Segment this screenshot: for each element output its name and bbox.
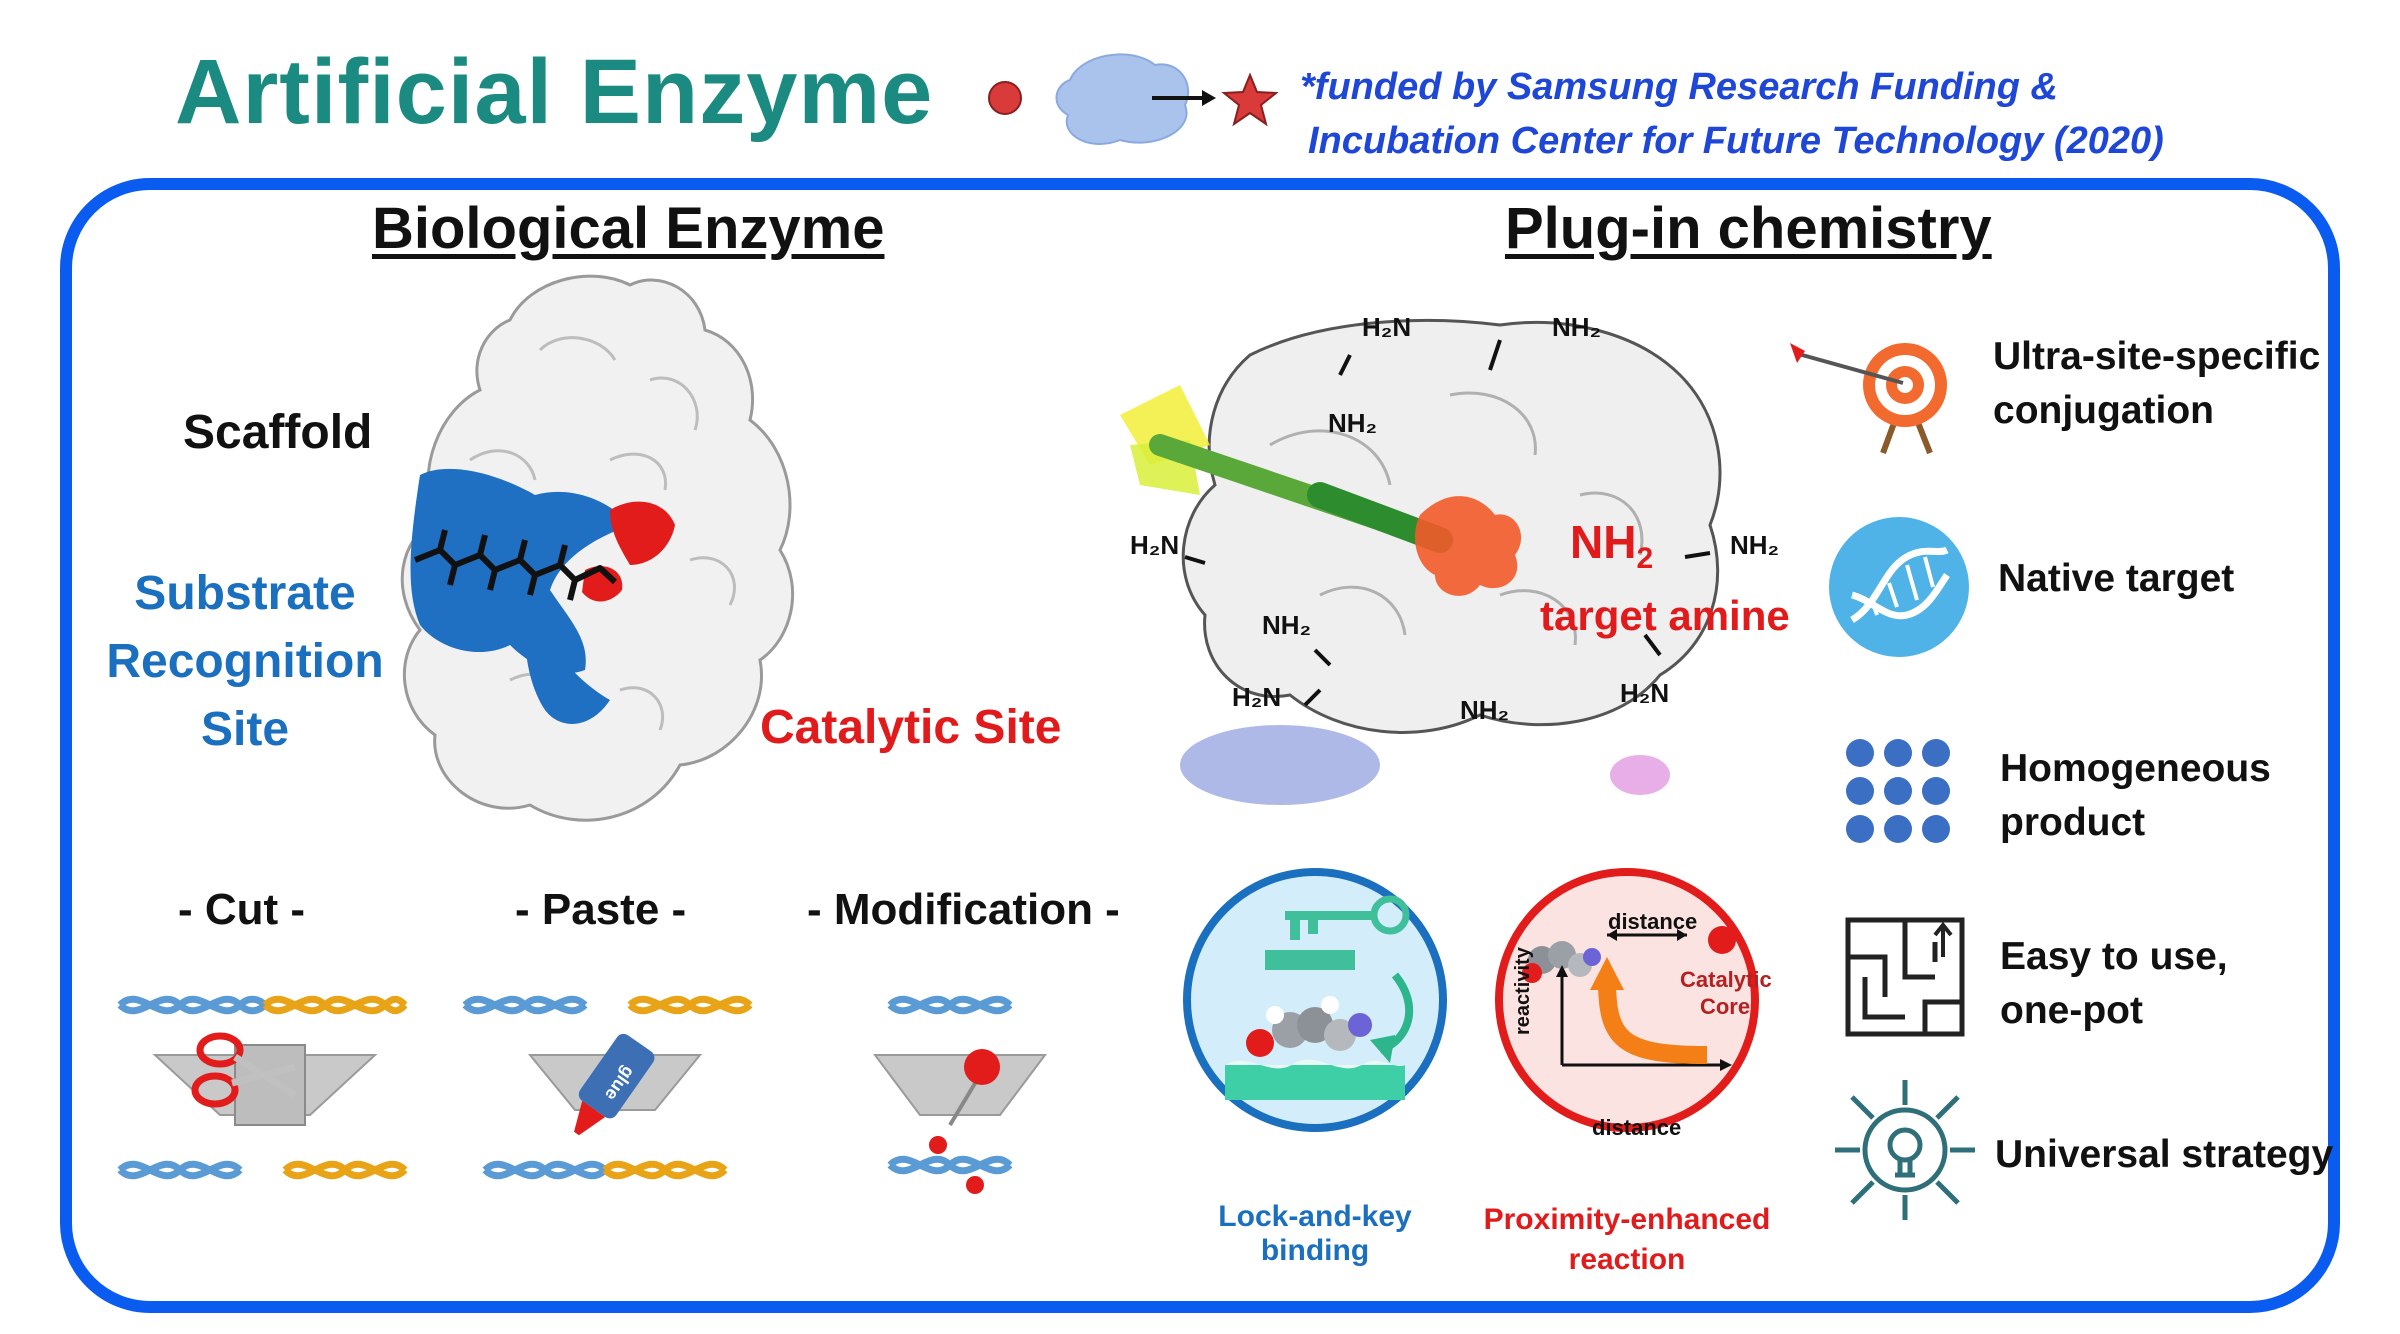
catalytic-region	[610, 501, 675, 565]
substrate-recognition-label: Substrate Recognition Site	[105, 560, 385, 764]
biological-enzyme-title: Biological Enzyme	[372, 196, 885, 261]
feature-native-target: Native target	[1998, 552, 2234, 606]
proximity-caption-line-2: reaction	[1568, 1243, 1686, 1276]
feature-universal-strategy: Universal strategy	[1995, 1128, 2333, 1182]
enzyme-reaction-icon	[988, 53, 1279, 145]
inset-catalytic-core: Catalytic Core	[1680, 966, 1772, 1020]
dna-icon	[1829, 517, 1969, 657]
feature-line: Ultra-site-specific	[1993, 335, 2321, 378]
modification-bead-icon	[964, 1049, 1000, 1085]
main-panel	[60, 178, 2340, 1313]
catalytic-core-icon	[1708, 926, 1736, 954]
inset-reactivity: reactivity	[1512, 947, 1534, 1035]
target-nh2-sub: 2	[1636, 542, 1654, 576]
amine-label: H₂N	[1620, 678, 1670, 708]
lock-and-key-inset	[1183, 868, 1447, 1132]
substrate-line-3: Site	[200, 703, 290, 756]
substrate-recognition-region	[410, 468, 630, 674]
lightbulb-icon	[1835, 1080, 1975, 1220]
molecule-icon	[1522, 941, 1601, 983]
cut-label: - Cut -	[178, 885, 306, 934]
reactivity-curve	[1598, 979, 1708, 1064]
target-nh2-text: NH	[1570, 516, 1637, 568]
enzyme-surface-illustration	[400, 274, 795, 822]
amine-label: H₂N	[1362, 312, 1412, 342]
modification-label: - Modification -	[807, 885, 1120, 934]
dots-grid-icon	[1846, 739, 1950, 843]
amine-label: NH₂	[1262, 610, 1312, 640]
dna-strand-top	[117, 995, 408, 1015]
funding-note: *funded by Samsung Research Funding & In…	[1300, 60, 2164, 168]
lock-and-key-caption: Lock-and-key binding	[1218, 1200, 1412, 1267]
key-icon	[1285, 895, 1410, 940]
feature-ultra-site-specific: Ultra-site-specific conjugation	[1993, 330, 2320, 438]
feature-line: Homogeneous	[2000, 747, 2271, 790]
feature-line: Easy to use,	[2000, 935, 2228, 978]
amine-label: NH₂	[1460, 695, 1510, 725]
dna-strand-bottom	[117, 1160, 408, 1180]
substrate-line-2: Recognition	[106, 635, 384, 688]
proximity-inset	[1495, 868, 1759, 1132]
inset-catalytic-line-1: Catalytic	[1680, 967, 1772, 992]
protein-dart-illustration	[1120, 318, 1722, 805]
maze-icon	[1845, 917, 1965, 1037]
amine-label: H₂N	[1232, 682, 1282, 712]
inset-distance-bottom: distance	[1592, 1115, 1682, 1140]
cut-illustration	[117, 995, 408, 1180]
feature-homogeneous-product: Homogeneous product	[2000, 742, 2271, 850]
funding-line-1: *funded by Samsung Research Funding &	[1300, 66, 2058, 108]
funding-line-2: Incubation Center for Future Technology …	[1308, 120, 2164, 162]
amine-label: NH₂	[1552, 312, 1602, 342]
glue-icon	[574, 1033, 655, 1136]
dart-icon	[1120, 385, 1522, 596]
feature-easy-to-use: Easy to use, one-pot	[2000, 930, 2228, 1038]
substrate-dot-icon	[988, 81, 1022, 115]
paste-label: - Paste -	[515, 885, 687, 934]
molecule-icon	[1246, 996, 1372, 1057]
target-icon	[1790, 343, 1947, 455]
feature-line: product	[2000, 801, 2146, 844]
substrate-line-1: Substrate	[134, 567, 356, 620]
catalytic-site-label: Catalytic Site	[760, 701, 1062, 754]
inset-distance-top: distance	[1608, 909, 1698, 934]
modification-illustration	[873, 995, 1047, 1194]
feature-line: conjugation	[1993, 389, 2214, 432]
scaffold-label: Scaffold	[183, 406, 373, 459]
plug-in-chemistry-title: Plug-in chemistry	[1505, 196, 1992, 261]
amine-label: NH₂	[1328, 408, 1378, 438]
feature-line: Universal strategy	[1995, 1133, 2334, 1176]
feature-line: one-pot	[2000, 989, 2143, 1032]
enzyme-blob-icon	[1055, 53, 1190, 145]
scissors-icon	[191, 1032, 297, 1108]
inset-catalytic-line-2: Core	[1699, 994, 1751, 1019]
proximity-caption: Proximity-enhanced reaction	[1477, 1200, 1777, 1280]
proximity-caption-line-1: Proximity-enhanced	[1483, 1203, 1771, 1236]
target-amine-label: target amine	[1540, 592, 1790, 639]
feature-line: Native target	[1998, 557, 2235, 600]
product-star-icon	[1221, 72, 1279, 127]
amine-label: H₂N	[1130, 530, 1180, 560]
amine-label: NH₂	[1730, 530, 1780, 560]
paste-illustration: glue	[462, 995, 753, 1180]
substrate-molecule	[413, 529, 618, 601]
target-nh2-label: NH2	[1570, 515, 1653, 576]
page-title: Artificial Enzyme	[175, 41, 934, 143]
